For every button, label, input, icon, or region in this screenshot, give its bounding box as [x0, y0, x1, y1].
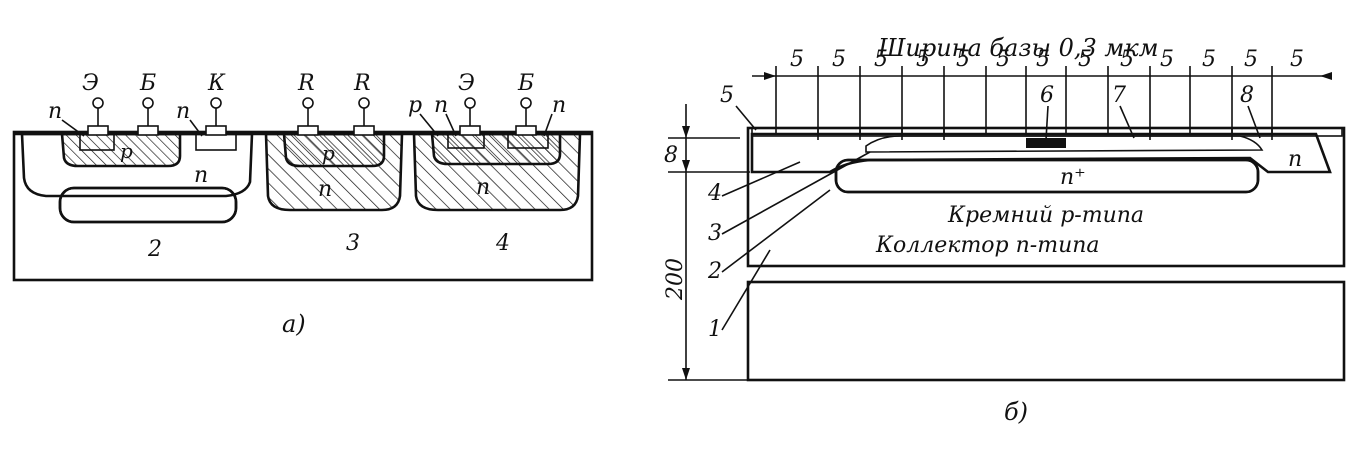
dim-2: 5 [832, 47, 846, 72]
label-p-resistor: p [322, 141, 335, 165]
label-resistor-2: R [353, 71, 371, 96]
label-n-collector-text: n [176, 99, 190, 124]
side-3: 3 [708, 221, 722, 246]
wafer-lower [746, 280, 1346, 382]
dim-top-8: 8 [664, 143, 678, 168]
dim-6: 5 [996, 47, 1010, 72]
contacts-a [87, 97, 537, 136]
label-n-collector: n [194, 163, 208, 188]
dim-4: 5 [916, 47, 930, 72]
caption-b: б) [1004, 398, 1028, 426]
pocket-2-fill [20, 132, 254, 198]
dim-200: 200 [663, 258, 688, 301]
label-base-b: Б [517, 71, 534, 96]
dim-8: 5 [1078, 47, 1092, 72]
dim-10: 5 [1160, 47, 1174, 72]
label-pocket-3: 3 [346, 231, 360, 256]
figure-a: Э Б К R R Э Б n p n n 2 p n 3 p n n n 4 … [12, 71, 594, 338]
label-emitter-a: Э [82, 71, 99, 96]
dim-7: 5 [1036, 47, 1050, 72]
label-emitter-b: Э [458, 71, 475, 96]
dim-13: 5 [1290, 47, 1304, 72]
label-n-resistor: n [318, 177, 332, 202]
dim-ticks [775, 66, 1273, 134]
windows [817, 128, 1273, 140]
label-resistor-1: R [297, 71, 315, 96]
callout-8: 8 [1240, 83, 1254, 108]
callout-7: 7 [1112, 83, 1126, 108]
label-n-right-emitter: n [434, 93, 448, 118]
label-base-a: Б [139, 71, 156, 96]
side-1: 1 [708, 317, 722, 342]
label-n-plus: n⁺ [1060, 165, 1086, 190]
label-n-right-base: n [552, 93, 566, 118]
dim-3: 5 [874, 47, 888, 72]
label-n-right-b: n [1288, 147, 1302, 172]
dim-9: 5 [1120, 47, 1134, 72]
callout-6: 6 [1040, 83, 1054, 108]
side-2: 2 [707, 259, 722, 284]
caption-a: а) [282, 310, 306, 338]
n-plus-layer [834, 158, 1260, 194]
title-b: Ширина базы 0,3 мкм [877, 34, 1159, 62]
text-p-type: Кремний р-типа [947, 203, 1144, 228]
figure-b: Ширина базы 0,3 мкм 5 5 5 5 5 5 5 5 5 [663, 34, 1346, 426]
dim-12: 5 [1244, 47, 1258, 72]
label-n-left: n [48, 99, 62, 124]
dim-5: 5 [956, 47, 970, 72]
label-p-left: p [120, 139, 133, 163]
dim-11: 5 [1202, 47, 1216, 72]
label-collector-a: К [207, 71, 226, 96]
n-collector-layer [750, 132, 1332, 174]
emitter-6 [1026, 138, 1066, 148]
text-n-collector: Коллектор n-типа [875, 233, 1100, 258]
dim-1: 5 [790, 47, 804, 72]
callout-5: 5 [720, 83, 734, 108]
label-p-right: p [408, 93, 422, 118]
label-pocket-4: 4 [495, 231, 510, 256]
base-layer [865, 135, 1264, 153]
label-n-right-well: n [476, 175, 490, 200]
side-4: 4 [707, 181, 722, 206]
label-pocket-2: 2 [147, 237, 162, 262]
